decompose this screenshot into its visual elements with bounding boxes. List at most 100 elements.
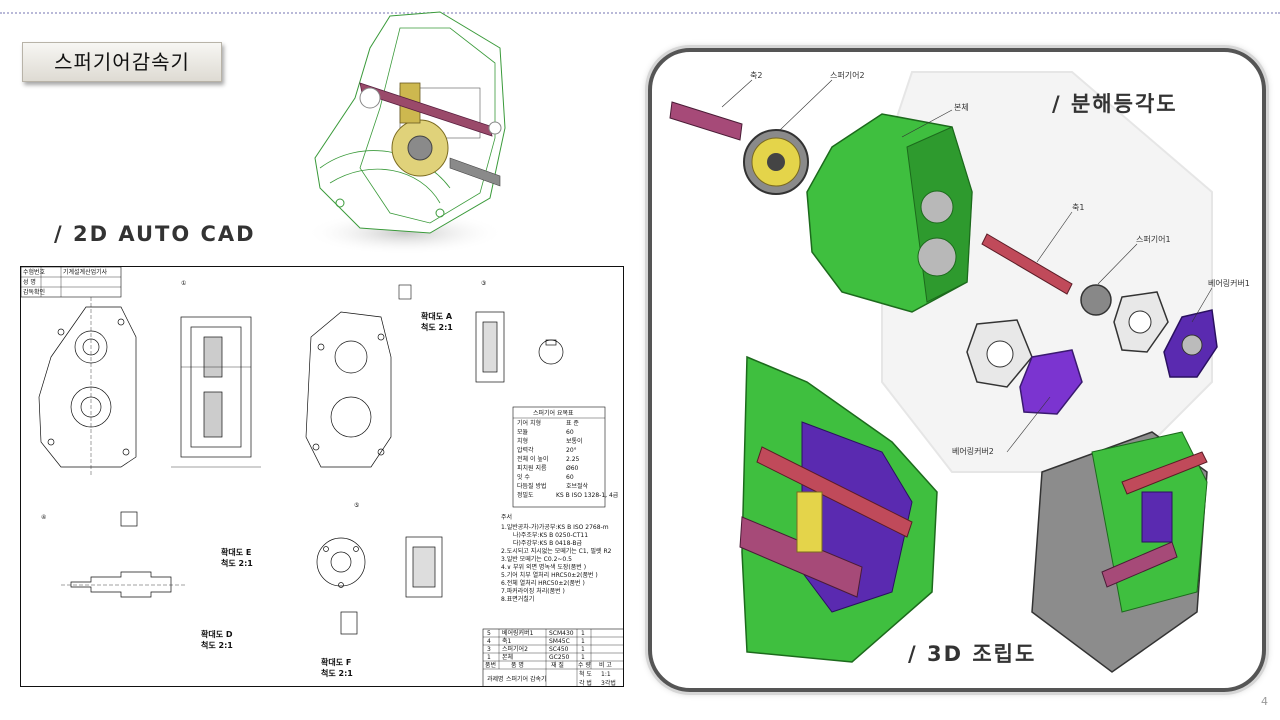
svg-text:1: 1	[581, 630, 585, 637]
svg-text:본체: 본체	[502, 653, 513, 661]
drawing-header-table: 수험번호 성 명 감독확인 기계설계산업기사	[21, 267, 122, 298]
svg-text:축1: 축1	[502, 637, 512, 645]
detail-f-scale: 척도 2:1	[321, 668, 353, 678]
detail-a-title: 확대도 A	[421, 311, 453, 321]
view-1-section	[171, 316, 261, 468]
svg-text:보통이: 보통이	[566, 437, 583, 445]
gear-spec-table: 스퍼기어 요목표 기어 치형 표 준 모듈 60 치형 보통이 압력각 20° 전체 이…	[512, 406, 619, 508]
svg-text:재 질: 재 질	[551, 661, 564, 669]
svg-text:20°: 20°	[566, 447, 577, 454]
view-5-cover	[316, 536, 443, 598]
view-4-shaft	[61, 511, 358, 635]
svg-text:전체 이 높이: 전체 이 높이	[517, 455, 548, 463]
slide-title: 스퍼기어감속기	[22, 42, 222, 82]
callout-gear2: 스퍼기어2	[830, 70, 865, 80]
svg-text:비 고: 비 고	[599, 661, 612, 669]
callout-shaft2: 축2	[750, 71, 762, 80]
svg-text:4.∨ 부위 외면 명녹색 도장(품번 ): 4.∨ 부위 외면 명녹색 도장(품번 )	[501, 563, 586, 571]
header-row-1: 수험번호	[23, 268, 46, 276]
header-row-2: 성 명	[23, 278, 36, 286]
assembly-section-left	[739, 355, 938, 663]
cad-drawing-sheet: 수험번호 성 명 감독확인 기계설계산업기사 ①	[20, 266, 624, 687]
svg-text:3각법: 3각법	[601, 679, 616, 687]
svg-text:다)주강부:KS B 0418-B급: 다)주강부:KS B 0418-B급	[513, 539, 582, 547]
svg-text:모듈: 모듈	[517, 429, 529, 436]
callout-bearing-cover1: 베어링커버1	[1208, 278, 1250, 288]
detail-d: 확대도 D 척도 2:1	[201, 629, 233, 650]
view-label-5: ⑤	[354, 502, 359, 509]
svg-text:SM45C: SM45C	[549, 638, 570, 645]
svg-text:2.25: 2.25	[566, 456, 580, 463]
svg-text:4: 4	[487, 638, 491, 645]
svg-text:1:1: 1:1	[601, 671, 611, 678]
view-label-1: ①	[181, 280, 186, 287]
svg-text:스퍼기어2: 스퍼기어2	[502, 645, 528, 653]
part-name: 스퍼기어 감속기	[506, 675, 547, 683]
view-1-front	[38, 297, 137, 477]
reducer-3d-render	[305, 11, 506, 255]
detail-f-title: 확대도 F	[321, 657, 351, 667]
svg-text:1: 1	[487, 654, 491, 661]
svg-text:3: 3	[487, 646, 491, 653]
svg-text:품 명: 품 명	[511, 661, 524, 669]
svg-text:8.표면거칠기: 8.표면거칠기	[501, 595, 534, 603]
cad-drawing: 수험번호 성 명 감독확인 기계설계산업기사 ①	[21, 267, 623, 687]
svg-text:기어 치형: 기어 치형	[517, 419, 541, 427]
assembly-section-label: / 3D 조립도	[908, 642, 1037, 666]
svg-text:품번: 품번	[485, 661, 496, 669]
svg-text:6.전체 열처리 HRC50±2(품번 ): 6.전체 열처리 HRC50±2(품번 )	[501, 579, 585, 587]
svg-text:베어링커버1: 베어링커버1	[502, 629, 534, 637]
3d-view-frame: 축2 스퍼기어2 본체 축1 스퍼기어1 베어링커버1 베어링커버2 / 분해등…	[648, 48, 1266, 692]
svg-text:KS B ISO 1328-1, 4급: KS B ISO 1328-1, 4급	[556, 492, 619, 499]
header-value-1: 기계설계산업기사	[63, 268, 108, 276]
parts-list: 5 베어링커버1 SCM430 1 4 축1 SM45C 1 3 스퍼기어2 SC450 1 1 본…	[482, 628, 623, 687]
svg-text:2.도시되고 지시없는 모떼기는 C1, 필렛 R2: 2.도시되고 지시없는 모떼기는 C1, 필렛 R2	[501, 547, 612, 555]
exploded-callouts	[721, 79, 1213, 453]
svg-text:60: 60	[566, 474, 574, 481]
svg-text:5.기어 치부 열처리 HRC50±2(품번 ): 5.기어 치부 열처리 HRC50±2(품번 )	[501, 571, 598, 579]
detail-e: 확대도 E 척도 2:1	[221, 547, 253, 568]
svg-text:피치원 지름: 피치원 지름	[517, 464, 547, 472]
view-3-gear	[475, 311, 564, 383]
svg-text:1: 1	[581, 646, 585, 653]
svg-text:7.파커라이징 처리(품번 ): 7.파커라이징 처리(품번 )	[501, 587, 565, 595]
detail-a: 확대도 A 척도 2:1	[398, 284, 453, 332]
svg-text:각 법: 각 법	[579, 679, 592, 687]
cad-section-label: / 2D AUTO CAD	[54, 222, 256, 246]
gear-table-rows: 기어 치형 표 준 모듈 60 치형 보통이 압력각 20° 전체 이 높이 2.25 피…	[517, 419, 619, 499]
svg-text:SC450: SC450	[549, 646, 569, 653]
svg-text:척 도: 척 도	[579, 670, 592, 678]
svg-text:수 량: 수 량	[578, 662, 591, 669]
gear-table-title: 스퍼기어 요목표	[533, 409, 574, 417]
callout-gear1: 스퍼기어1	[1136, 234, 1171, 244]
svg-text:1: 1	[581, 654, 585, 661]
detail-d-title: 확대도 D	[201, 629, 233, 639]
svg-text:잇 수: 잇 수	[517, 474, 530, 481]
svg-text:정밀도: 정밀도	[517, 491, 534, 499]
svg-text:나)주조부:KS B 0250-CT11: 나)주조부:KS B 0250-CT11	[513, 531, 588, 539]
detail-e-scale: 척도 2:1	[221, 558, 253, 568]
svg-text:압력각: 압력각	[517, 446, 534, 454]
detail-f: 확대도 F 척도 2:1	[321, 657, 353, 678]
callout-bearing-cover2: 베어링커버2	[952, 446, 994, 456]
detail-e-title: 확대도 E	[221, 547, 251, 557]
svg-text:SCM430: SCM430	[549, 630, 574, 637]
view-label-4: ④	[41, 514, 46, 521]
page-number: 4	[1261, 695, 1268, 708]
svg-text:호브절삭: 호브절삭	[566, 482, 589, 490]
exploded-3d-view: 축2 스퍼기어2 본체 축1 스퍼기어1 베어링커버1 베어링커버2	[669, 70, 1250, 673]
header-row-3: 감독확인	[23, 288, 45, 296]
svg-text:표 준: 표 준	[566, 420, 579, 427]
detail-d-scale: 척도 2:1	[201, 640, 233, 650]
view-label-3: ③	[481, 280, 486, 287]
detail-a-scale: 척도 2:1	[421, 322, 453, 332]
svg-text:60: 60	[566, 429, 574, 436]
assembly-right	[1031, 431, 1208, 673]
callout-body: 본체	[954, 102, 969, 112]
svg-text:3.일반 모떼기는 C0.2~0.5: 3.일반 모떼기는 C0.2~0.5	[501, 555, 572, 563]
svg-text:Ø60: Ø60	[566, 465, 579, 472]
svg-text:치형: 치형	[517, 437, 528, 445]
callout-shaft1: 축1	[1072, 203, 1084, 212]
project-label: 과제명	[487, 675, 504, 683]
svg-text:5: 5	[487, 630, 491, 637]
